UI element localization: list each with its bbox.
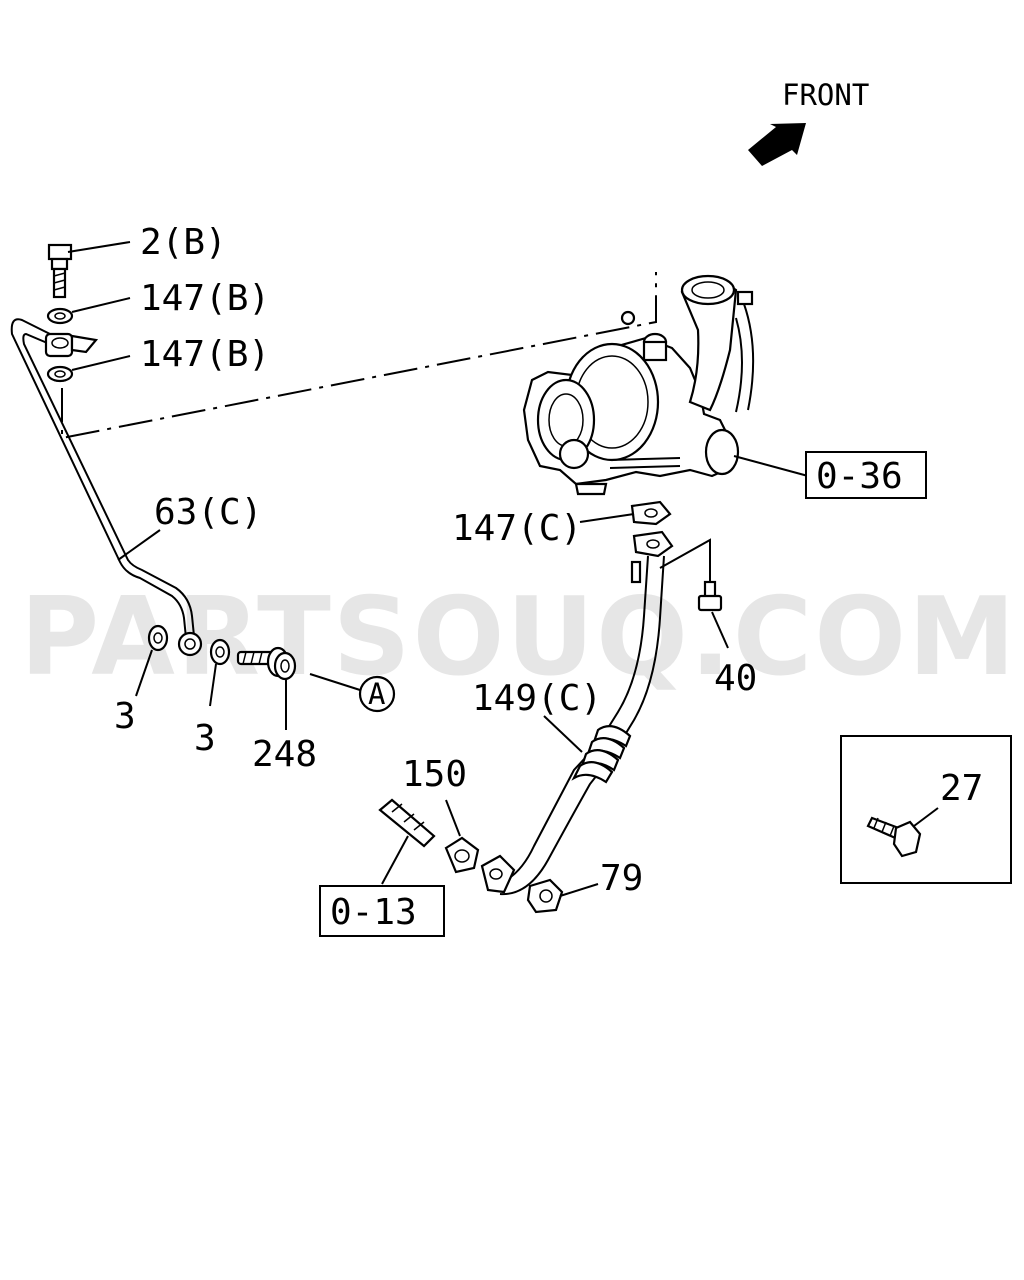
washer-147b-upper-icon: [46, 307, 74, 325]
callout-147c: 147(C): [452, 508, 582, 549]
stud-icon: [378, 798, 436, 848]
front-arrow-icon: [748, 123, 806, 166]
callout-ref-a: A: [368, 677, 385, 711]
callout-27: 27: [940, 768, 983, 809]
ref-label-0-36: 0-36: [816, 456, 903, 497]
gasket-147c-icon: [630, 500, 674, 558]
front-label: FRONT: [782, 78, 869, 112]
ref-box-0-36: [805, 451, 927, 499]
callout-3-left: 3: [114, 696, 136, 737]
washer-3-left-icon: [147, 624, 169, 652]
eye-bolt-248-icon: [236, 646, 297, 681]
turbocharger-icon: [522, 274, 755, 496]
ref-a-circle-icon: [358, 675, 396, 713]
washer-3-right-icon: [209, 638, 231, 666]
gasket-150-icon: [444, 836, 480, 874]
callout-2b: 2(B): [140, 222, 227, 263]
callout-147b-upper: 147(B): [140, 278, 270, 319]
bolt-40-icon: [697, 580, 723, 612]
pipe-149c-icon: [480, 555, 665, 896]
pipe-63c-icon: [10, 318, 203, 657]
bolt-2b-icon: [47, 243, 73, 299]
callout-40: 40: [714, 658, 757, 699]
ref-label-0-13: 0-13: [330, 892, 417, 933]
callout-248: 248: [252, 734, 317, 775]
nut-79-icon: [526, 878, 564, 914]
callout-150: 150: [402, 754, 467, 795]
callout-3-right: 3: [194, 718, 216, 759]
callout-79: 79: [600, 858, 643, 899]
callout-149c: 149(C): [472, 678, 602, 719]
inset-box: [840, 735, 1012, 884]
washer-147b-lower-icon: [46, 365, 74, 383]
callout-147b-lower: 147(B): [140, 334, 270, 375]
callout-63c: 63(C): [154, 492, 262, 533]
ref-box-0-13: [319, 885, 445, 937]
bolt-27-icon: [866, 816, 922, 858]
